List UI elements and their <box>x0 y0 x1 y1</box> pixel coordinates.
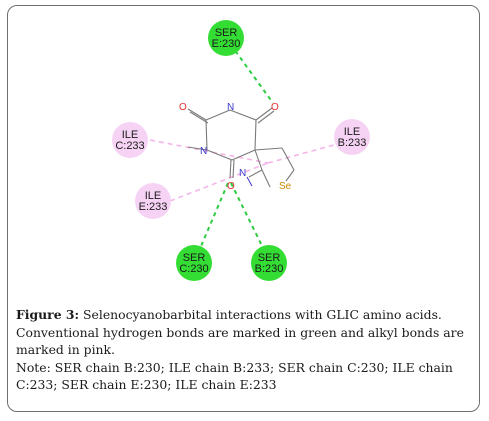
atom-oxygen-bottom: O <box>227 181 235 192</box>
residue-chain: C:233 <box>115 140 144 152</box>
residue-name: SER <box>215 27 238 39</box>
figure-text: Selenocyanobarbital interactions with GL… <box>16 307 464 357</box>
hydrogen-bubble <box>208 20 244 56</box>
caption-main: Figure 3: Selenocyanobarbital interactio… <box>16 306 468 359</box>
residue-name: SER <box>258 252 281 264</box>
atom-nitrogen-left: N <box>200 146 207 157</box>
hbond-ser-b230 <box>230 182 269 259</box>
figure-caption: Figure 3: Selenocyanobarbital interactio… <box>16 306 468 394</box>
atom-oxygen-left: O <box>179 102 187 113</box>
residue-chain: B:233 <box>338 137 367 149</box>
interaction-diagram: O O O N N N Se SER E:230 ILE C:233 ILE B… <box>112 20 370 281</box>
alkyl-bubble <box>334 119 370 155</box>
residue-ile-e233: ILE E:233 <box>135 183 171 219</box>
residue-ser-b230: SER B:230 <box>251 245 287 281</box>
residue-ser-e230: SER E:230 <box>208 20 244 56</box>
atom-oxygen-right: O <box>271 102 279 113</box>
residue-chain: E:230 <box>212 38 241 50</box>
hydrogen-bubble <box>251 245 287 281</box>
residue-chain: E:233 <box>139 201 168 213</box>
residue-name: ILE <box>122 129 139 141</box>
residue-ile-b233: ILE B:233 <box>334 119 370 155</box>
alkyl-bond-ile-c233 <box>149 139 269 164</box>
cyano-triple-bond <box>246 176 253 187</box>
residue-name: SER <box>183 252 206 264</box>
figure-label: Figure 3: <box>16 307 80 322</box>
ligand-structure <box>187 107 295 188</box>
hydrogen-bubble <box>176 245 212 281</box>
figure-frame <box>7 5 480 412</box>
alkyl-bonds <box>149 139 353 202</box>
residue-ser-c230: SER C:230 <box>176 245 212 281</box>
residue-chain: C:230 <box>179 263 208 275</box>
atom-nitrogen-top: N <box>227 102 234 113</box>
hbond-ser-e230 <box>225 37 274 104</box>
residue-name: ILE <box>344 126 361 138</box>
hbond-ser-c230 <box>195 182 229 259</box>
alkyl-bubble <box>135 183 171 219</box>
atom-selenium: Se <box>279 181 292 192</box>
residue-ile-c233: ILE C:233 <box>112 122 148 158</box>
alkyl-bond-ile-e233 <box>169 162 269 202</box>
alkyl-bubble <box>112 122 148 158</box>
caption-note: Note: SER chain B:230; ILE chain B:233; … <box>16 359 453 393</box>
hydrogen-bonds <box>195 37 274 259</box>
residue-name: ILE <box>145 190 162 202</box>
residue-chain: B:230 <box>255 263 284 275</box>
atom-nitrogen-cyano: N <box>239 168 246 179</box>
